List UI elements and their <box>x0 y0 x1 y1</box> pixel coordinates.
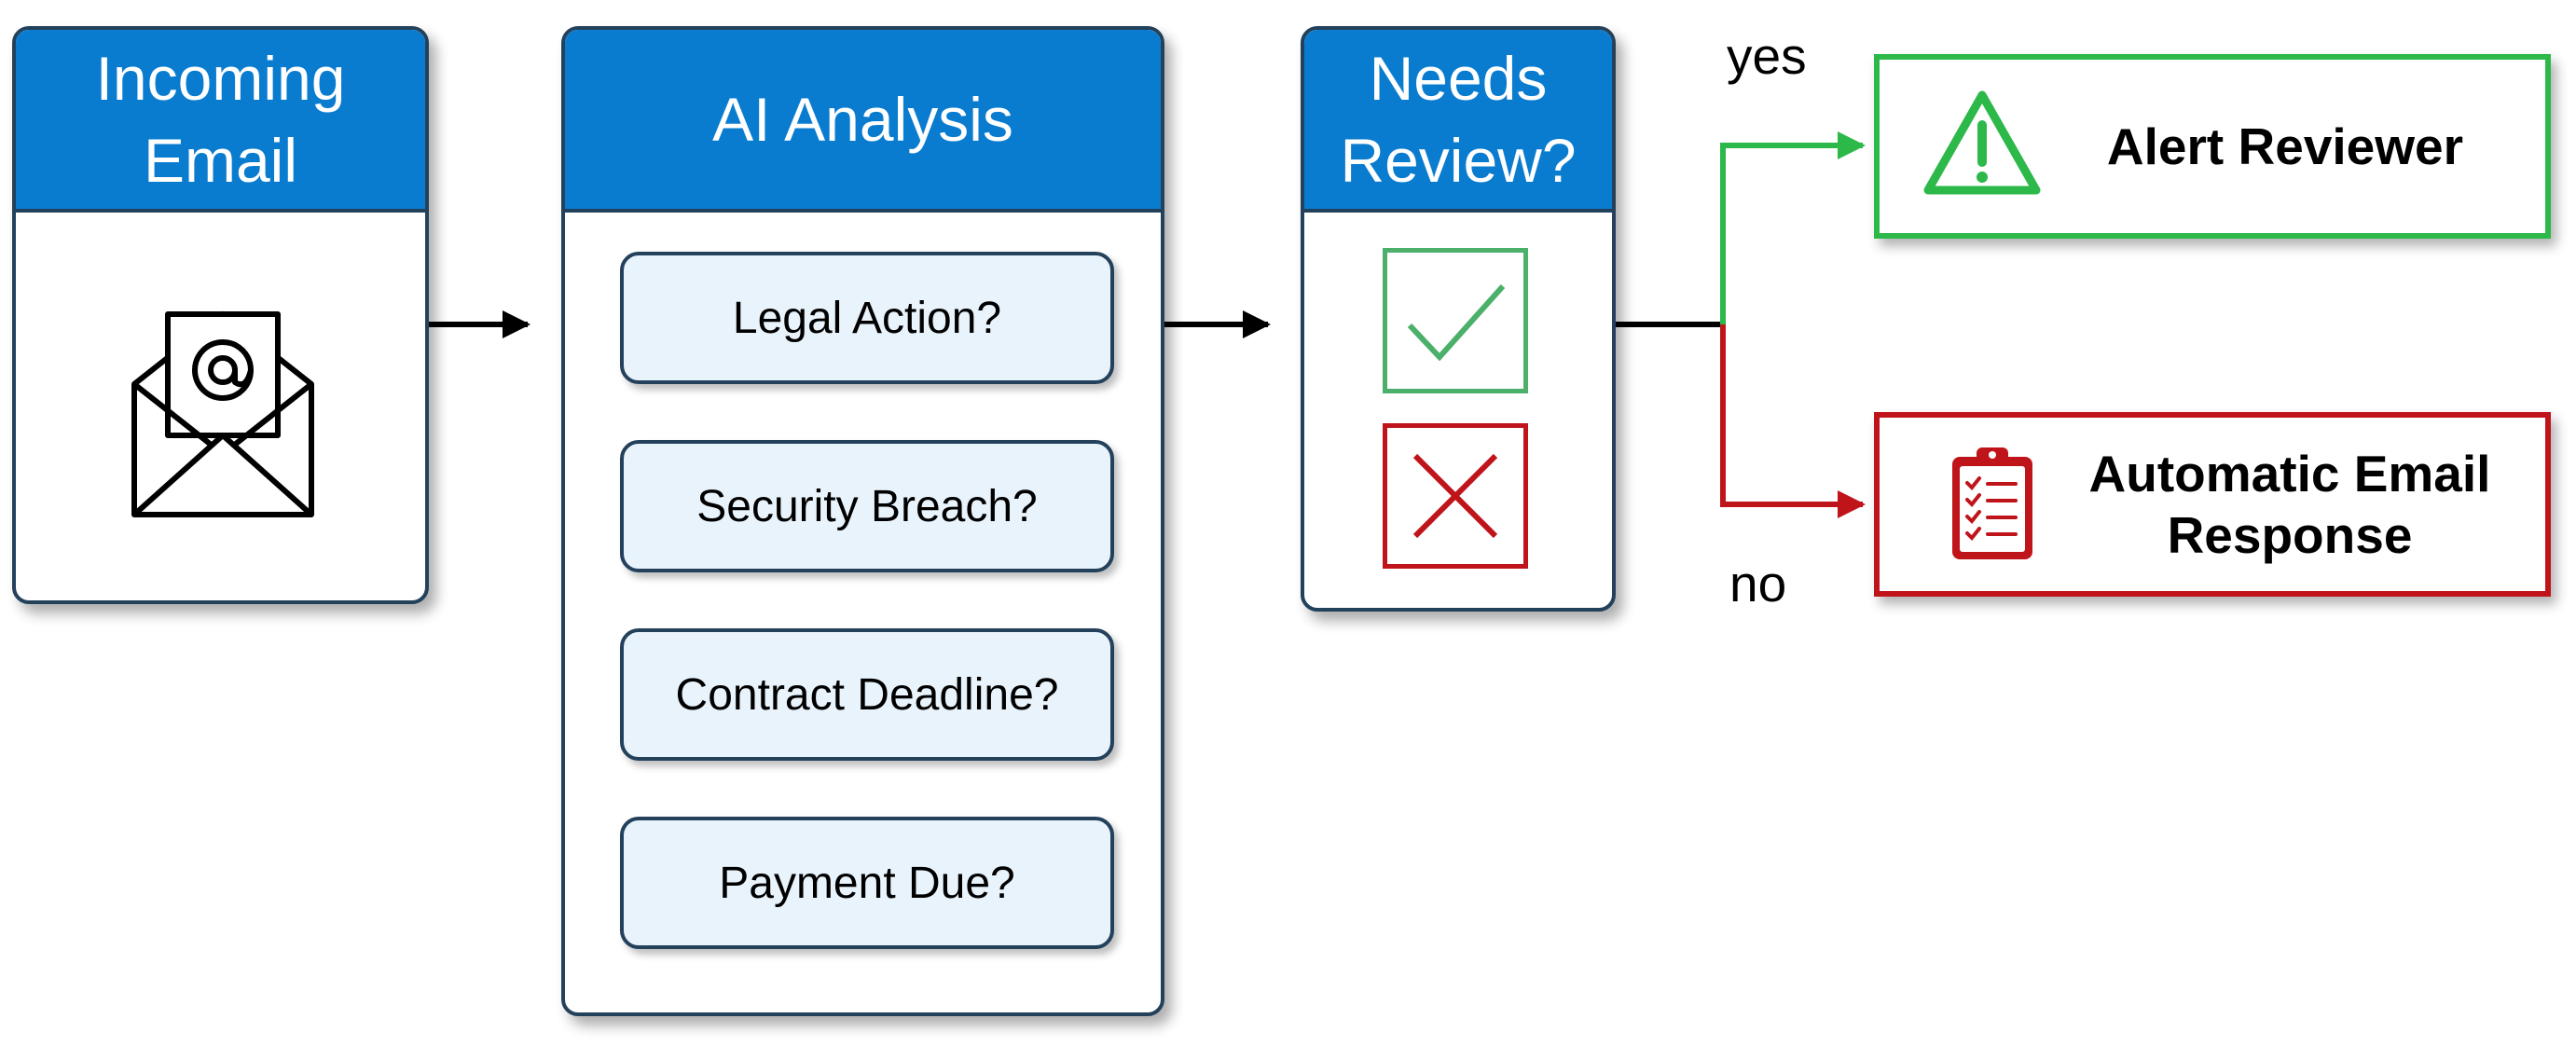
ai-analysis-card: AI Analysis Legal Action? Security Breac… <box>561 26 1164 1016</box>
cross-icon <box>1412 453 1498 539</box>
automatic-response-line1: Automatic Email <box>2088 445 2491 502</box>
yes-branch-label: yes <box>1727 27 1807 85</box>
automatic-response-line2: Response <box>2167 506 2413 564</box>
review-title-line1: Needs <box>1369 44 1548 113</box>
clipboard-checklist-icon <box>1952 447 2032 559</box>
cross-box <box>1383 423 1528 569</box>
question-contract-deadline: Contract Deadline? <box>620 628 1114 761</box>
arrow-no-branch <box>1720 324 1866 518</box>
alert-reviewer-box: Alert Reviewer <box>1874 54 2551 239</box>
review-title-line2: Review? <box>1340 126 1577 195</box>
needs-review-header: Needs Review? <box>1304 30 1612 213</box>
check-icon <box>1407 283 1506 362</box>
check-box <box>1383 248 1528 393</box>
incoming-email-header: Incoming Email <box>16 30 425 213</box>
no-branch-label: no <box>1729 555 1787 612</box>
incoming-title-line1: Incoming <box>95 44 346 113</box>
needs-review-card: Needs Review? <box>1301 26 1616 612</box>
arrow-yes-branch <box>1720 131 1866 324</box>
question-legal-action: Legal Action? <box>620 252 1114 384</box>
ai-analysis-title: AI Analysis <box>712 85 1013 154</box>
automatic-response-label: Automatic Email Response <box>2066 418 2514 591</box>
ai-analysis-header: AI Analysis <box>565 30 1161 213</box>
question-security-breach: Security Breach? <box>620 440 1114 572</box>
automatic-response-box: Automatic Email Response <box>1874 412 2551 597</box>
incoming-title-line2: Email <box>143 126 298 195</box>
alert-reviewer-label: Alert Reviewer <box>2106 117 2464 175</box>
question-payment-due: Payment Due? <box>620 817 1114 949</box>
email-open-at-icon <box>131 311 314 517</box>
incoming-email-card: Incoming Email <box>12 26 429 604</box>
warning-triangle-icon <box>1923 90 2041 195</box>
